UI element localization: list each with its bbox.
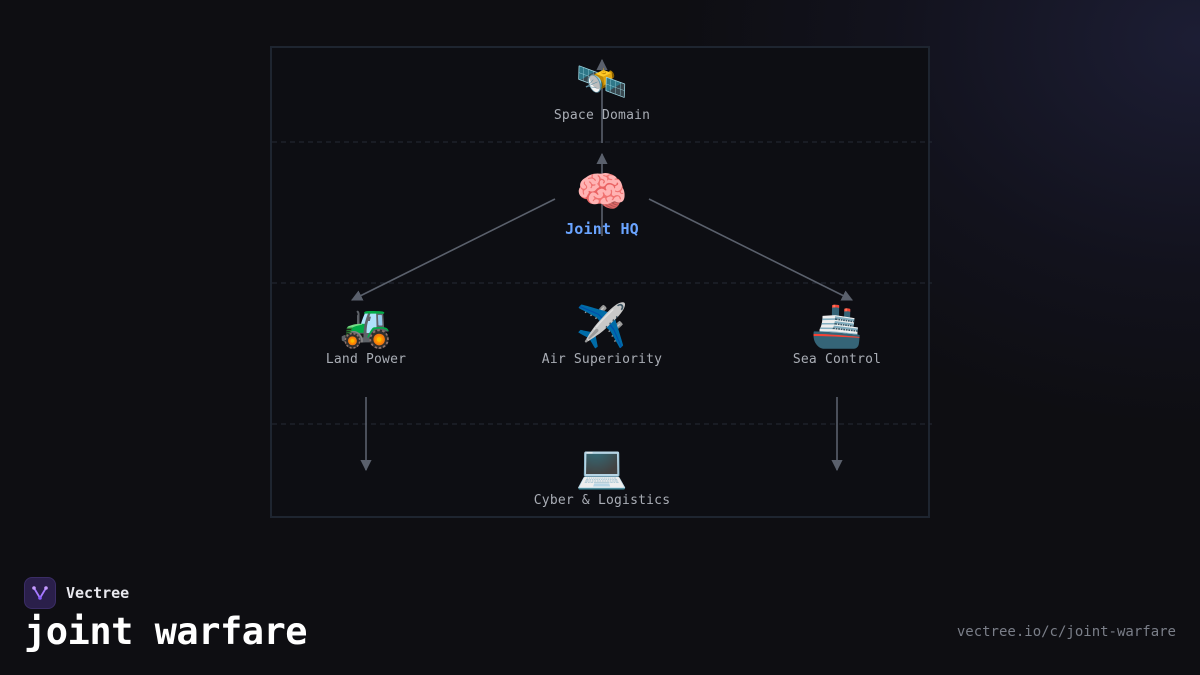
airplane-icon: ✈️ [575, 301, 629, 350]
node-label: Sea Control [792, 352, 882, 367]
diagram-edges [272, 58, 932, 472]
ship-icon: 🚢 [810, 301, 864, 350]
node-label: Space Domain [553, 108, 651, 123]
edge-hq-land [350, 198, 556, 301]
node-label: Joint HQ [565, 220, 639, 238]
node-label: Land Power [325, 352, 407, 367]
node-land-power[interactable]: 🚜 Land Power [325, 301, 407, 368]
edge-hq-sea [648, 198, 854, 301]
node-label: Air Superiority [541, 352, 663, 367]
brand-name: Vectree [66, 584, 130, 602]
laptop-icon: 💻 [575, 442, 629, 491]
node-space-domain[interactable]: 🛰️ Space Domain [553, 57, 651, 124]
node-joint-hq[interactable]: 🧠 Joint HQ [565, 167, 639, 239]
diagram-canvas: 🛰️ Space Domain 🧠 Joint HQ 🚜 Land Power … [270, 46, 932, 518]
page-url[interactable]: vectree.io/c/joint-warfare [956, 624, 1176, 640]
brand[interactable]: Vectree [24, 577, 129, 609]
vectree-logo-icon [24, 577, 56, 609]
tractor-icon: 🚜 [339, 301, 393, 350]
page-title: joint warfare [24, 610, 308, 653]
node-cyber-logistics[interactable]: 💻 Cyber & Logistics [533, 442, 671, 509]
node-label: Cyber & Logistics [533, 493, 671, 508]
node-sea-control[interactable]: 🚢 Sea Control [792, 301, 882, 368]
satellite-icon: 🛰️ [575, 57, 629, 106]
brain-icon: 🧠 [575, 167, 629, 216]
node-air-superiority[interactable]: ✈️ Air Superiority [541, 301, 663, 368]
